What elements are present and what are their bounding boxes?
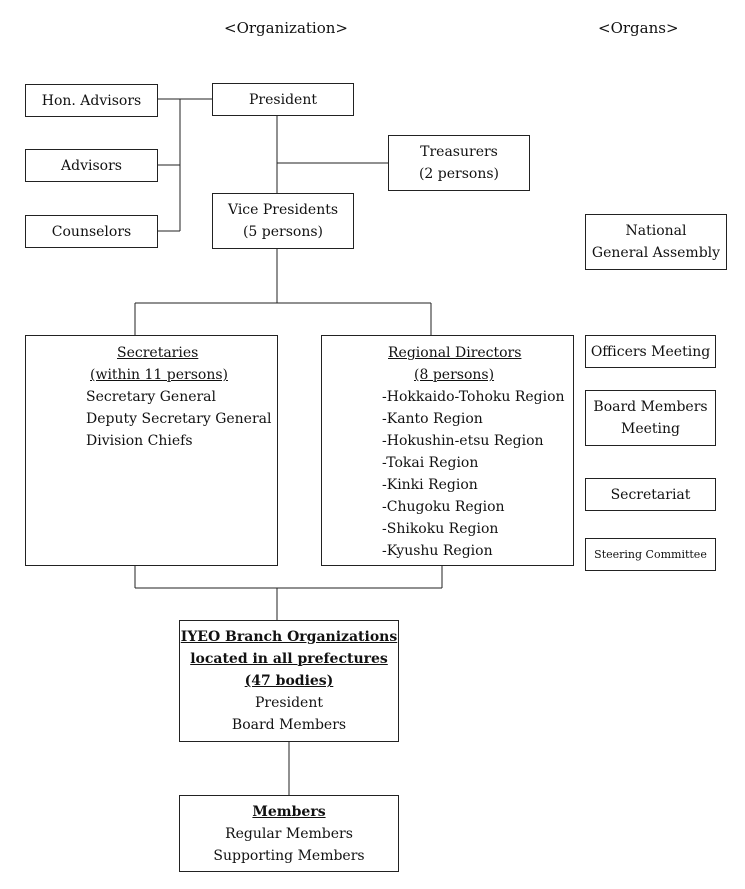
president-box: President: [212, 83, 354, 116]
secretariat-label: Secretariat: [610, 486, 691, 503]
president-label: President: [249, 91, 317, 108]
branch-board-members-item: Board Members: [231, 717, 347, 733]
regional-directors-title: Regional Directors: [388, 345, 522, 361]
branch-title-line1: IYEO Branch Organizations: [180, 629, 398, 645]
advisors-label: Advisors: [61, 157, 122, 174]
board-members-meeting-line1: Board Members: [593, 399, 708, 415]
national-assembly-line2: General Assembly: [591, 245, 721, 261]
treasurers-title: Treasurers: [420, 144, 498, 160]
secretaries-box: Secretaries (within 11 persons) Secretar…: [25, 335, 278, 566]
region-item-hokkaido-tohoku: -Hokkaido-Tohoku Region: [382, 389, 565, 405]
steering-committee-box: Steering Committee: [585, 538, 716, 571]
branch-president-item: President: [255, 695, 323, 711]
vice-presidents-box: Vice Presidents (5 persons): [212, 193, 354, 249]
region-item-hokushin-etsu: -Hokushin-etsu Region: [382, 433, 544, 449]
region-item-kinki: -Kinki Region: [382, 477, 478, 493]
members-title: Members: [252, 803, 326, 820]
treasurers-count: (2 persons): [418, 166, 500, 182]
hon-advisors-label: Hon. Advisors: [41, 92, 142, 109]
deputy-secretary-general-item: Deputy Secretary General: [86, 411, 272, 427]
region-item-kanto: -Kanto Region: [382, 411, 483, 427]
board-members-meeting-box: Board Members Meeting: [585, 390, 716, 446]
secretaries-count: (within 11 persons): [90, 367, 228, 383]
national-assembly-line1: National: [625, 223, 687, 239]
secretaries-title: Secretaries: [117, 345, 199, 361]
region-item-tokai: -Tokai Region: [382, 455, 479, 471]
supporting-members-item: Supporting Members: [213, 847, 365, 864]
counselors-label: Counselors: [51, 223, 132, 240]
steering-committee-label: Steering Committee: [594, 547, 707, 561]
regional-directors-box: Regional Directors (8 persons) -Hokkaido…: [321, 335, 574, 566]
advisors-box: Advisors: [25, 149, 158, 182]
division-chiefs-item: Division Chiefs: [86, 433, 193, 449]
region-item-kyushu: -Kyushu Region: [382, 543, 493, 559]
regular-members-item: Regular Members: [225, 825, 353, 842]
vice-presidents-title: Vice Presidents: [227, 202, 339, 218]
national-general-assembly-box: National General Assembly: [585, 214, 727, 270]
organs-header: <Organs>: [598, 19, 679, 37]
branch-title-line2: located in all prefectures: [190, 651, 388, 667]
branch-count: (47 bodies): [244, 673, 334, 689]
officers-meeting-label: Officers Meeting: [590, 343, 711, 360]
counselors-box: Counselors: [25, 215, 158, 248]
region-item-shikoku: -Shikoku Region: [382, 521, 499, 537]
hon-advisors-box: Hon. Advisors: [25, 84, 158, 117]
regional-directors-count: (8 persons): [414, 367, 495, 383]
members-box: Members Regular Members Supporting Membe…: [179, 795, 399, 872]
secretary-general-item: Secretary General: [86, 389, 217, 405]
vice-presidents-count: (5 persons): [242, 224, 324, 240]
branch-organizations-box: IYEO Branch Organizations located in all…: [179, 620, 399, 742]
region-item-chugoku: -Chugoku Region: [382, 499, 505, 515]
treasurers-box: Treasurers (2 persons): [388, 135, 530, 191]
officers-meeting-box: Officers Meeting: [585, 335, 716, 368]
organization-header: <Organization>: [224, 19, 348, 37]
secretariat-box: Secretariat: [585, 478, 716, 511]
board-members-meeting-line2: Meeting: [621, 421, 680, 437]
